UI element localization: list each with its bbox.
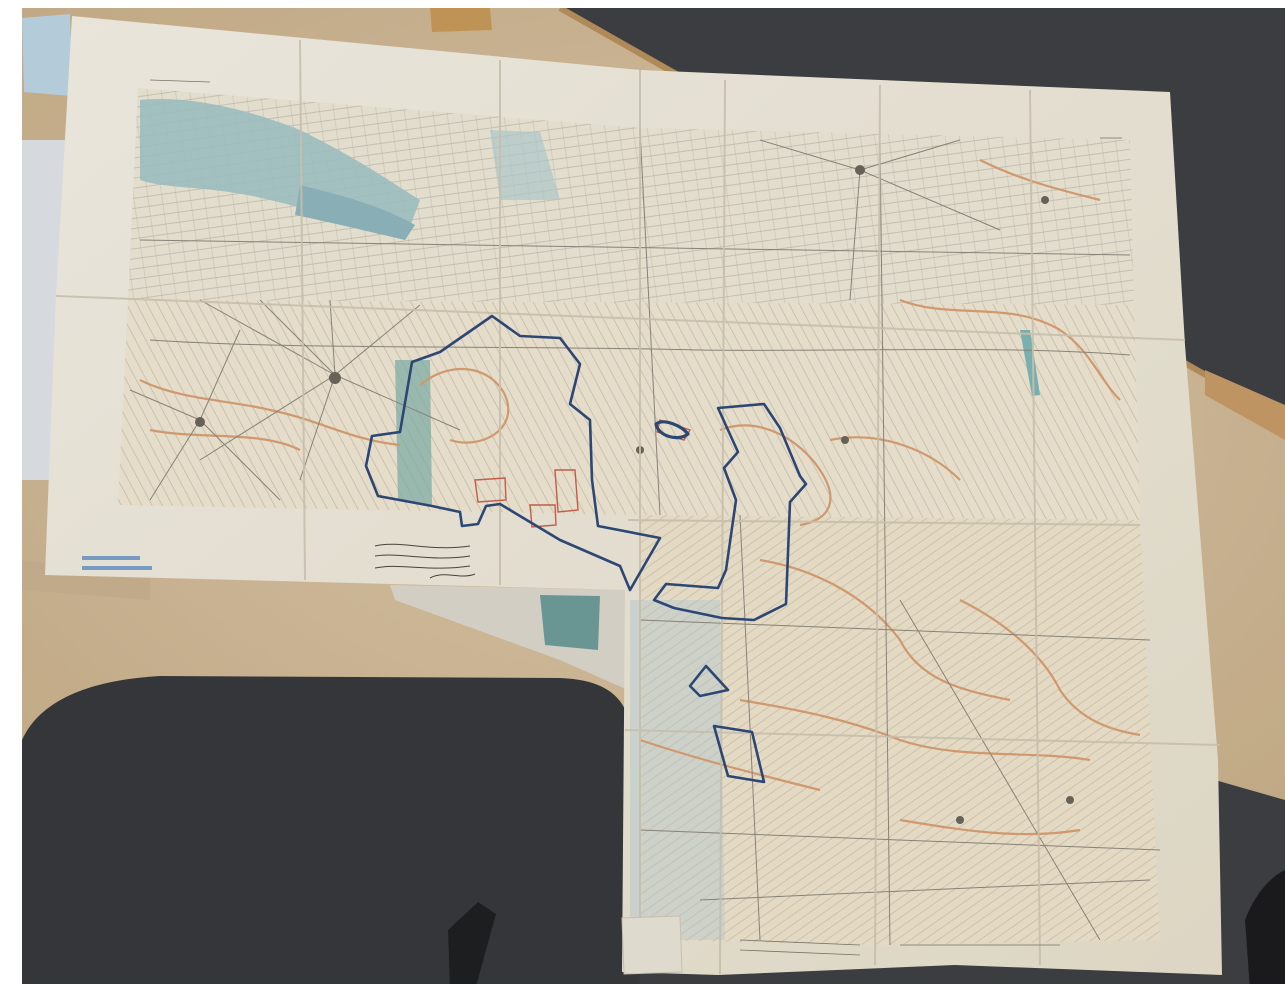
contour-lines	[139, 159, 1141, 836]
wetland-blue	[630, 600, 725, 940]
boundary-main	[364, 314, 662, 592]
hand-drawn-boundaries	[364, 314, 808, 784]
settlements	[195, 165, 1074, 824]
box-top	[430, 8, 492, 32]
lake-small	[1020, 330, 1040, 396]
desk-edge-right	[1205, 370, 1285, 440]
boundary-oval	[654, 420, 690, 440]
boundary-east	[652, 402, 808, 622]
boundary-parcel	[712, 724, 766, 784]
chair-right-edge	[1245, 870, 1285, 990]
chair-armrest	[448, 902, 496, 990]
green-sheet	[540, 595, 600, 650]
river-channel	[295, 185, 415, 240]
green-strip	[395, 360, 432, 505]
water-patch	[490, 130, 560, 200]
fold-creases	[55, 39, 1221, 976]
road-network	[129, 129, 1161, 946]
boundary-triangle	[688, 664, 730, 698]
blue-folder	[22, 14, 72, 96]
paper-tab	[621, 915, 683, 975]
blue-stamp	[82, 556, 152, 570]
handwritten-annotation	[374, 543, 476, 579]
scale-bar	[149, 79, 1122, 956]
topographic-map	[45, 16, 1222, 976]
